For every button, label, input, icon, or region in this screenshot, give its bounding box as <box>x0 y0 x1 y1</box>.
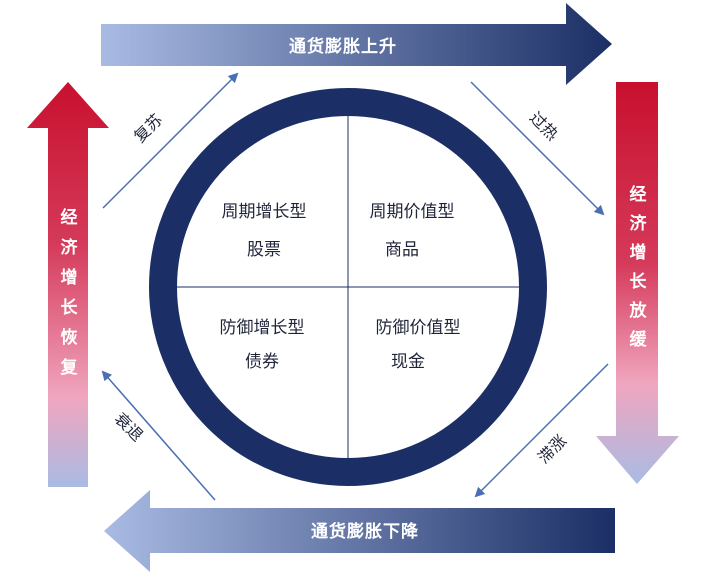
asset-clock-circle <box>149 88 547 486</box>
growth-recovery-label-char: 济 <box>61 237 79 258</box>
inflation-rising-arrow: 通货膨胀上升 <box>101 3 612 85</box>
quadrant-top-left-title: 周期增长型 <box>222 202 307 222</box>
quadrant-bottom-right-asset: 现金 <box>391 352 425 372</box>
growth-recovery-label-char: 长 <box>61 297 79 318</box>
growth-slowing-label-char: 增 <box>630 242 647 263</box>
growth-recovery-label-char: 增 <box>61 267 78 288</box>
growth-slowing-label-char: 济 <box>630 213 648 234</box>
growth-recovery-label-char: 经 <box>61 207 78 228</box>
quadrant-top-left-asset: 股票 <box>247 240 281 260</box>
phase-recovery: 复苏 <box>130 110 166 146</box>
growth-slowing-label-char: 经 <box>630 184 647 205</box>
recovery-arrow <box>102 72 239 209</box>
overheat-arrow <box>470 81 605 216</box>
growth-recovery-label-char: 恢 <box>61 327 78 348</box>
phase-overheat: 过热 <box>526 108 562 144</box>
quadrant-top-right-asset: 商品 <box>385 240 419 260</box>
quadrant-bottom-left-asset: 债券 <box>245 352 279 372</box>
growth-slowing-label-char: 长 <box>630 271 648 292</box>
stagflation-arrow <box>474 363 609 498</box>
phase-recession: 衰退 <box>111 409 147 445</box>
growth-slowing-label-char: 放 <box>629 300 648 321</box>
inflation-falling-arrow: 通货膨胀下降 <box>104 490 615 572</box>
inflation-rising-label: 通货膨胀上升 <box>289 36 397 57</box>
recession-arrow <box>101 370 216 501</box>
quadrant-bottom-right-title: 防御价值型 <box>376 318 461 338</box>
growth-slowing-label-char: 缓 <box>630 329 648 350</box>
growth-recovery-label-char: 复 <box>60 357 79 378</box>
quadrant-bottom-left-title: 防御增长型 <box>220 318 305 338</box>
inflation-falling-label: 通货膨胀下降 <box>311 521 419 542</box>
quadrant-top-right-title: 周期价值型 <box>370 202 455 222</box>
phase-stagflation: 滞涨 <box>534 431 570 467</box>
